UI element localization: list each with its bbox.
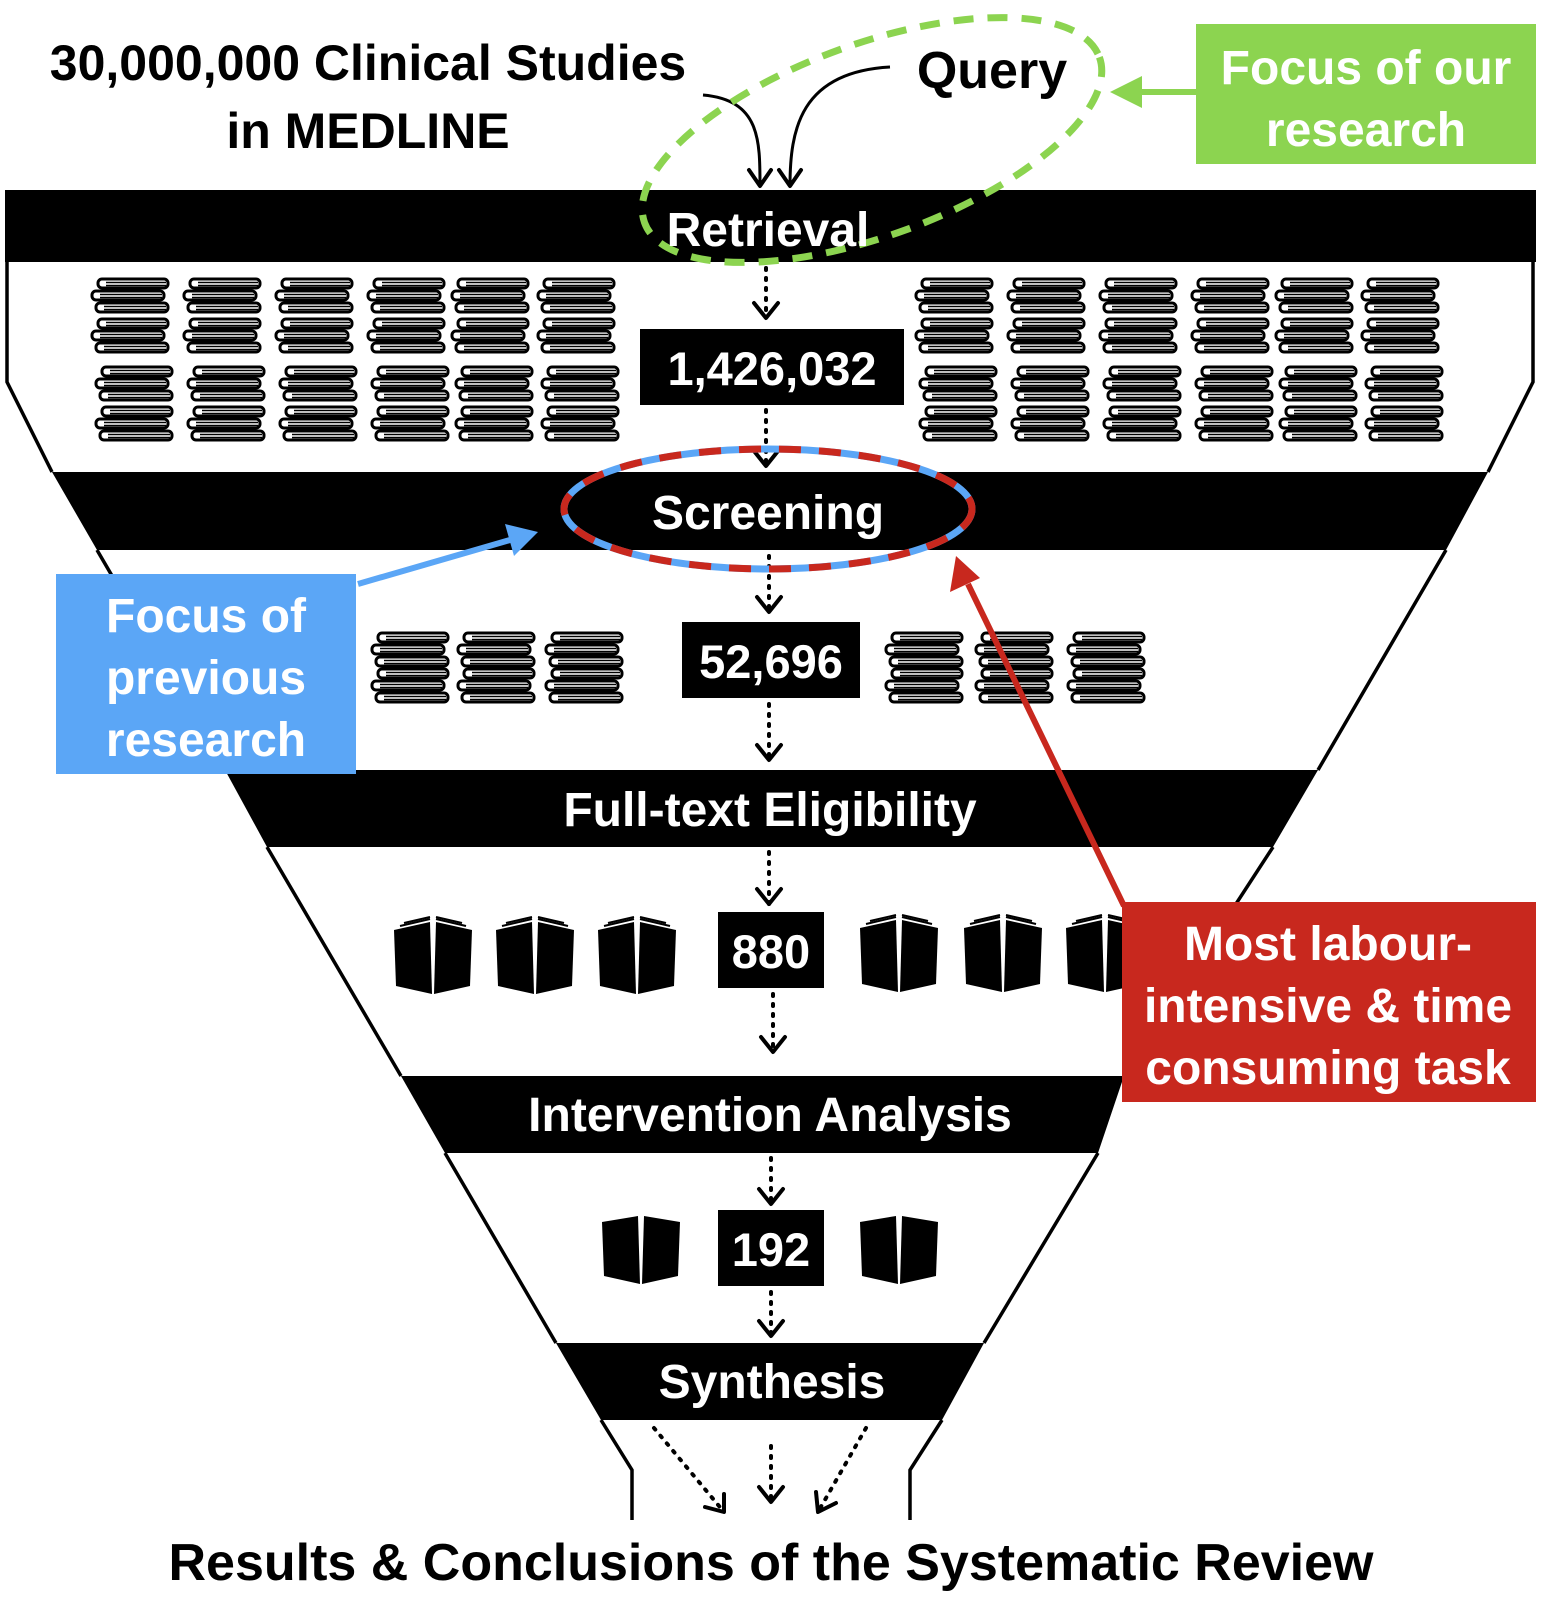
count-box-retrieval [640,329,904,405]
callout-our-research-line1: Focus of our [1221,42,1512,95]
count-box-eligibility [718,912,824,988]
callout-labour-line2: intensive & time [1144,980,1512,1033]
callout-our-research-line2: research [1266,104,1466,157]
callout-previous-research-line2: previous [106,652,306,705]
callout-labour-intensive: Most labour- intensive & time consuming … [950,556,1536,1102]
count-intervention: 192 [732,1223,810,1276]
count-eligibility: 880 [732,925,810,978]
stage-label-screening: Screening [652,487,884,540]
callout-labour-line1: Most labour- [1184,918,1472,971]
book-stack-icons-retrieval-right [914,277,1444,442]
flow-arrows [652,266,868,1514]
book-stack-icons-retrieval-left [90,277,620,442]
eligibility-band [225,770,1318,847]
results-label: Results & Conclusions of the Systematic … [169,1534,1375,1592]
callout-previous-research-line1: Focus of [106,590,307,643]
book-stack-icons-screening-left [370,631,624,704]
source-title-line2: in MEDLINE [226,103,509,159]
stage-label-retrieval: Retrieval [667,204,870,257]
count-screening: 52,696 [699,635,843,688]
input-arrows [702,65,891,188]
source-title-line1: 30,000,000 Clinical Studies [50,35,686,91]
count-box-intervention [718,1210,824,1286]
our-research-focus-outline [638,14,1106,266]
callout-labour-line3: consuming task [1145,1042,1511,1095]
count-retrieval: 1,426,032 [667,342,876,395]
intervention-band [401,1076,1124,1153]
synthesis-band [556,1343,984,1420]
stage-label-intervention: Intervention Analysis [528,1089,1012,1142]
query-label: Query [917,42,1067,100]
stage-label-synthesis: Synthesis [659,1356,886,1409]
count-box-screening [682,622,860,698]
callout-previous-research-line3: research [106,714,306,767]
screening-focus-outline-red [560,445,976,573]
book-stack-icons-screening-right [884,631,1146,704]
screening-band [52,472,1488,550]
callout-our-research: Focus of our research [1110,24,1536,164]
stage-label-eligibility: Full-text Eligibility [563,784,977,837]
stage-bands [5,190,1536,1420]
callout-previous-research: Focus of previous research [56,524,538,774]
retrieval-band [5,190,1536,262]
